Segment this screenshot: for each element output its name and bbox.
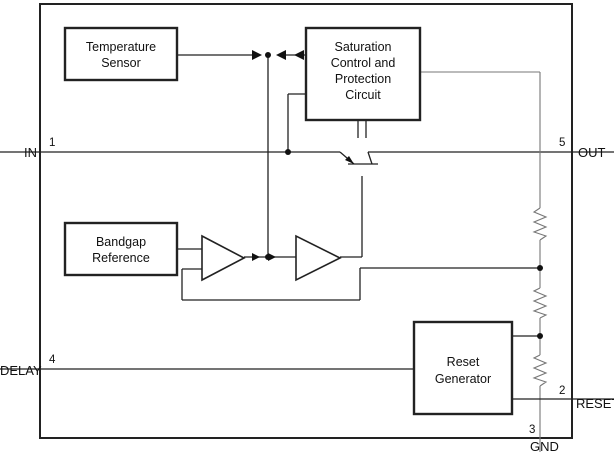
bandgap-line-2: Reference: [92, 251, 150, 265]
pin-number-out: 5: [559, 137, 565, 149]
pin-number-reset: 2: [559, 385, 565, 397]
pin-label-out: OUT: [578, 145, 606, 160]
pin-label-in: IN: [24, 145, 37, 160]
resistor-middle: [532, 287, 548, 319]
chip-outline: [39, 3, 573, 439]
amplifier-2: [295, 234, 342, 282]
resistor-bottom: [532, 354, 548, 387]
amplifier-1: [201, 234, 246, 282]
saturation-line-2: Control and: [331, 56, 396, 70]
wires: [0, 54, 614, 452]
saturation-line-3: Protection: [335, 72, 391, 86]
saturation-line-1: Saturation: [335, 40, 392, 54]
pin-label-delay: DELAY: [0, 363, 42, 378]
pin-number-in: 1: [49, 137, 55, 149]
saturation-control-block: Saturation Control and Protection Circui…: [304, 26, 422, 122]
arrowheads: [252, 50, 304, 261]
reset-generator-block: Reset Generator: [412, 320, 514, 416]
reset-generator-line-1: Reset: [447, 355, 480, 369]
pin-label-reset: RESET: [576, 396, 614, 411]
reset-generator-line-2: Generator: [435, 372, 491, 386]
temperature-sensor-block: Temperature Sensor: [63, 26, 179, 82]
pin-label-gnd: GND: [530, 439, 559, 454]
saturation-line-4: Circuit: [345, 88, 381, 102]
resistor-top: [532, 207, 548, 241]
bandgap-reference-block: Bandgap Reference: [63, 221, 179, 277]
temperature-sensor-line-1: Temperature: [86, 40, 156, 54]
pin-number-gnd: 3: [529, 424, 535, 436]
bandgap-line-1: Bandgap: [96, 235, 146, 249]
temperature-sensor-line-2: Sensor: [101, 56, 141, 70]
pass-transistor: [339, 151, 378, 165]
pin-number-delay: 4: [49, 354, 56, 366]
